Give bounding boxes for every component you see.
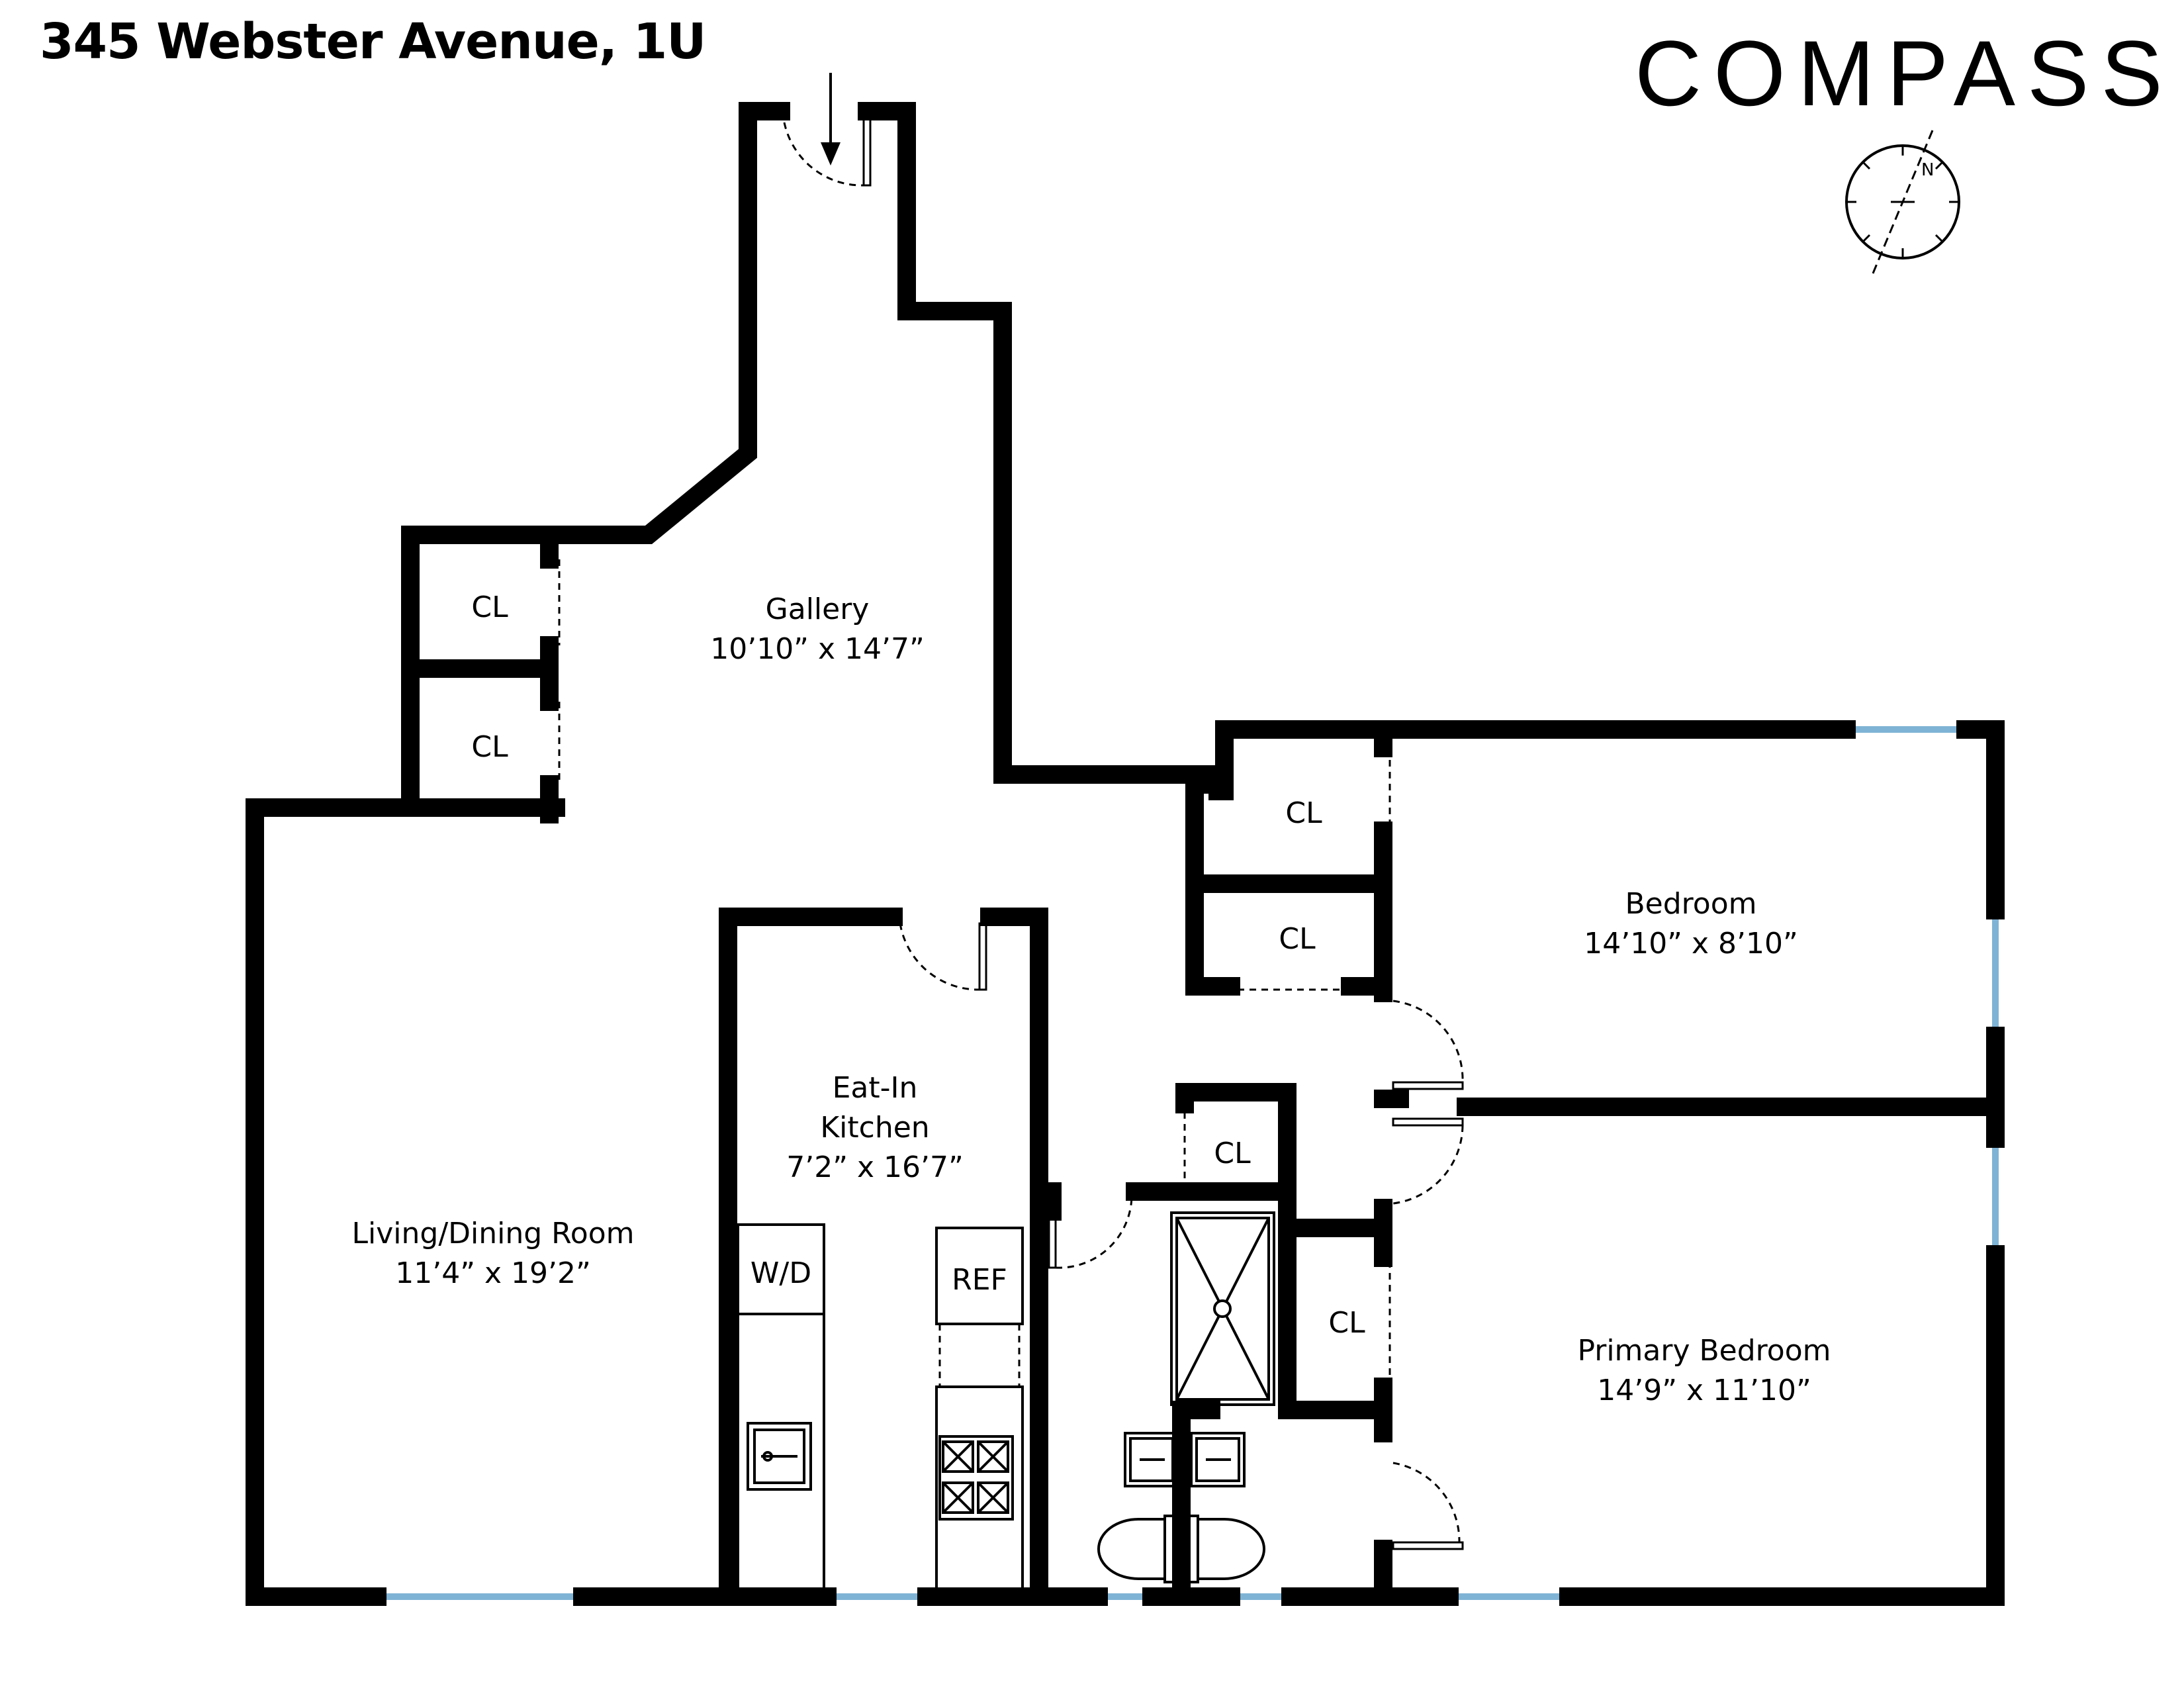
closet-label: CL bbox=[1328, 1306, 1365, 1340]
living-room-dims: 11’4” x 19’2” bbox=[395, 1256, 591, 1290]
kitchen-dims: 7’2” x 16’7” bbox=[786, 1150, 964, 1184]
kitchen-counter bbox=[737, 1313, 825, 1590]
doors bbox=[558, 73, 1464, 1550]
kitchen-label-line1: Eat-In bbox=[833, 1071, 918, 1105]
compass-logo: COMPASS bbox=[1635, 21, 2175, 125]
refrigerator-label: REF bbox=[952, 1263, 1007, 1297]
primary-bedroom-dims: 14’9” x 11’10” bbox=[1597, 1374, 1811, 1407]
gallery-label: Gallery bbox=[766, 592, 870, 626]
stove-counter bbox=[935, 1385, 1024, 1590]
gallery-dims: 10’10” x 14’7” bbox=[710, 632, 925, 666]
listing-title: 345 Webster Avenue, 1U bbox=[40, 13, 706, 70]
closet-label: CL bbox=[471, 730, 508, 764]
walls bbox=[246, 102, 2005, 1606]
bath-sink-icon bbox=[1124, 1432, 1179, 1487]
north-label: N bbox=[1921, 160, 1934, 180]
stove-burners-icon bbox=[938, 1435, 1014, 1521]
closet-label: CL bbox=[1279, 922, 1316, 956]
compass-rose-icon: N bbox=[1845, 130, 1960, 274]
bedroom-label: Bedroom bbox=[1625, 887, 1756, 921]
closet-label: CL bbox=[1214, 1137, 1251, 1170]
primary-bedroom-label: Primary Bedroom bbox=[1577, 1334, 1831, 1368]
kitchen-label-line2: Kitchen bbox=[820, 1111, 929, 1145]
toilet-icon bbox=[1097, 1515, 1179, 1583]
room-labels: Gallery 10’10” x 14’7” Living/Dining Roo… bbox=[352, 590, 1831, 1407]
bath-sink-icon bbox=[1190, 1432, 1246, 1487]
bedroom-dims: 14’10” x 8’10” bbox=[1584, 927, 1798, 961]
washer-dryer-label: W/D bbox=[751, 1256, 811, 1290]
toilet-icon bbox=[1183, 1515, 1265, 1583]
living-room-label: Living/Dining Room bbox=[352, 1217, 635, 1250]
closet-label: CL bbox=[1285, 796, 1322, 830]
kitchen-sink-icon bbox=[747, 1422, 812, 1491]
refrigerator-box bbox=[935, 1227, 1024, 1325]
closet-label: CL bbox=[471, 590, 508, 624]
fixtures bbox=[737, 1211, 1275, 1590]
shower-icon bbox=[1170, 1211, 1275, 1406]
